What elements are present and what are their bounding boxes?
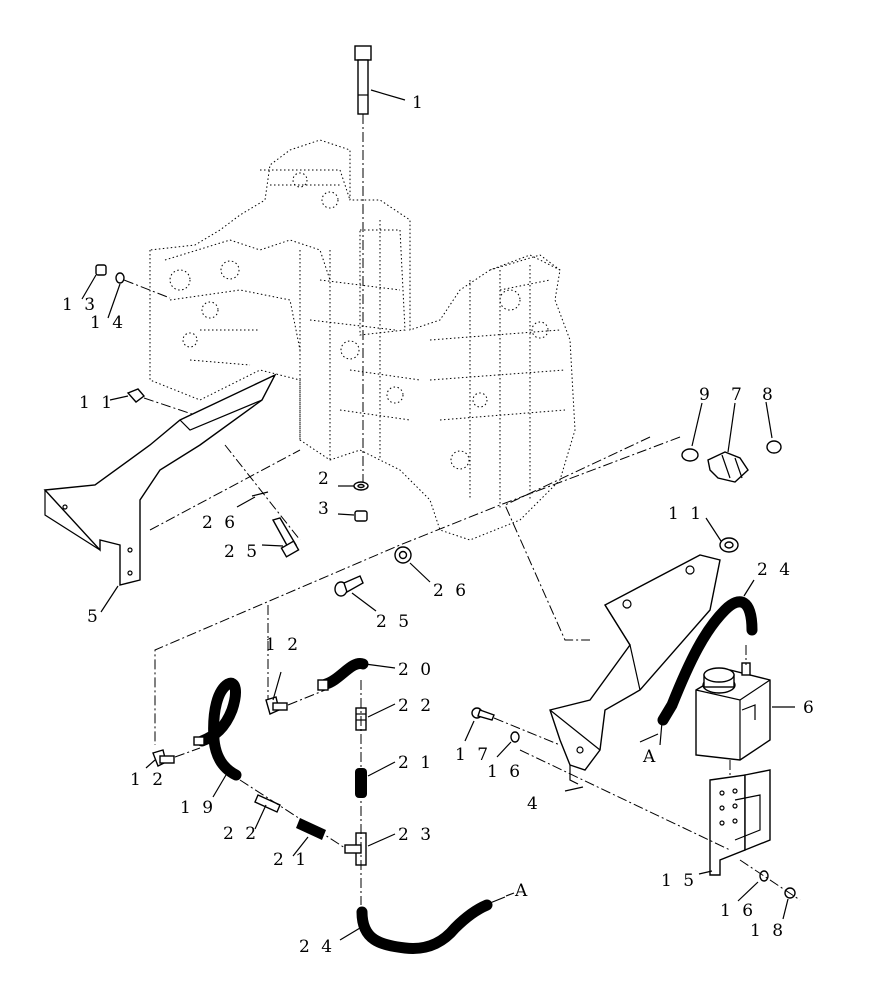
callout-21-left: 2 1 <box>273 850 309 870</box>
callout-22-lower: 2 2 <box>223 824 259 844</box>
washer-part-2 <box>353 481 369 491</box>
elbow-fitting-part-12-right <box>265 696 288 715</box>
callout-17: 1 7 <box>455 745 491 765</box>
callout-13: 1 3 <box>62 295 98 315</box>
callout-22-upper: 2 2 <box>398 696 434 716</box>
callout-19: 1 9 <box>180 798 216 818</box>
spacer-part-11-left <box>126 388 146 403</box>
callout-2: 2 <box>318 469 332 489</box>
callout-15: 1 5 <box>661 871 697 891</box>
hose-20-ferrule <box>317 679 329 691</box>
hose-24-upper-end <box>659 721 663 746</box>
callout-3: 3 <box>318 499 332 519</box>
bolt-part-1 <box>354 45 372 490</box>
sleeve-part-21-lower <box>296 818 326 840</box>
callout-8: 8 <box>762 385 776 405</box>
centerline-bracket-left-2 <box>149 449 301 531</box>
callout-1: 1 <box>412 93 426 113</box>
hose-part-19 <box>196 677 242 781</box>
callout-24-upper: 2 4 <box>757 560 793 580</box>
centerline-bracket-15 <box>519 749 731 851</box>
callout-12-left: 1 2 <box>130 770 166 790</box>
hose-24-lower-end <box>489 896 506 904</box>
bracket-part-4 <box>549 554 721 785</box>
centerline-16-18 <box>739 859 801 901</box>
hose-part-24-upper <box>657 596 758 726</box>
centerline-fitting-7 <box>154 436 681 745</box>
hose-part-20 <box>320 658 369 690</box>
nut-part-3 <box>354 510 368 522</box>
callout-24-lower: 2 4 <box>299 937 335 957</box>
callout-14: 1 4 <box>90 313 126 333</box>
callout-5: 5 <box>87 607 101 627</box>
centerline-bracket-4 <box>504 436 651 641</box>
control-valve-assembly <box>149 139 576 541</box>
callout-7: 7 <box>731 385 745 405</box>
ref-label-a-hose: A <box>514 881 530 901</box>
centerline-bracket-left <box>224 444 301 541</box>
nut-part-16-upper <box>510 731 520 743</box>
callout-9: 9 <box>699 385 713 405</box>
callout-12-right: 1 2 <box>265 635 301 655</box>
bolt-part-25-upper <box>271 517 300 558</box>
fitting-part-13 <box>95 264 107 276</box>
bolt-part-17 <box>471 707 495 721</box>
ref-label-a-tank: A <box>642 747 658 767</box>
reservoir-tank-part-6 <box>695 645 771 800</box>
oring-part-8 <box>766 440 782 454</box>
callout-18: 1 8 <box>750 921 786 941</box>
centerline-12-20 <box>287 689 326 706</box>
callout-23: 2 3 <box>398 825 434 845</box>
centerline-19-23 <box>239 779 346 849</box>
callout-labels: 1 2 3 4 5 6 7 8 9 1 1 1 1 1 2 1 2 1 3 1 … <box>62 93 817 957</box>
callout-26-lower: 2 6 <box>433 581 469 601</box>
bracket-part-15 <box>709 769 771 876</box>
callout-21-right: 2 1 <box>398 753 434 773</box>
centerline-13-14 <box>123 279 171 299</box>
washer-part-26-lower <box>394 546 412 564</box>
centerline-12-left <box>174 747 201 758</box>
nut-part-16-lower <box>759 870 769 882</box>
hose-part-24-lower <box>356 899 493 954</box>
tee-fitting-part-23 <box>344 832 367 866</box>
ref-a-leader <box>505 892 515 897</box>
hose-19-ferrule <box>193 736 205 746</box>
oring-part-9 <box>681 448 699 462</box>
callout-11-right: 1 1 <box>668 504 704 524</box>
callout-11-left: 1 1 <box>79 393 115 413</box>
seal-part-14 <box>115 272 125 284</box>
callout-26-upper: 2 6 <box>202 513 238 533</box>
elbow-fitting-part-12-left <box>152 749 175 767</box>
callout-6: 6 <box>803 698 817 718</box>
centerline-17-16 <box>493 717 561 746</box>
callout-20: 2 0 <box>398 660 434 680</box>
pin-part-26-upper <box>251 491 269 497</box>
bolt-part-25-lower <box>334 575 364 597</box>
leader-lines <box>81 89 795 941</box>
callout-4: 4 <box>527 794 541 814</box>
bracket-part-5 <box>43 373 277 586</box>
callout-25-upper: 2 5 <box>224 542 260 562</box>
callout-16-lower: 1 6 <box>720 901 756 921</box>
elbow-fitting-part-7 <box>707 451 749 483</box>
nut-part-11-right <box>719 537 739 553</box>
callout-16-upper: 1 6 <box>487 762 523 782</box>
callout-25-lower: 2 5 <box>376 612 412 632</box>
